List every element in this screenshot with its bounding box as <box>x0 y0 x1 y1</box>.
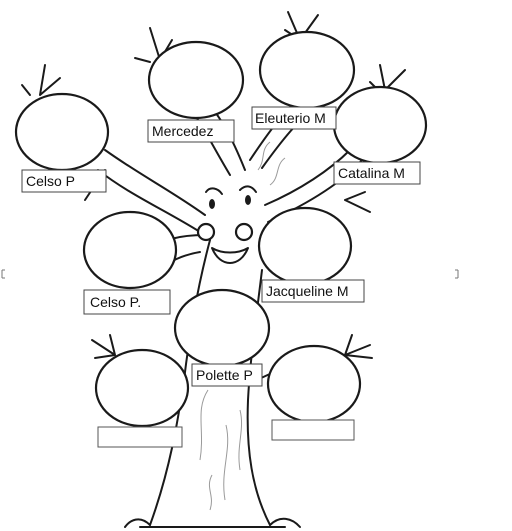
label-polette: Polette P <box>191 363 263 387</box>
oval-eleuterio <box>258 30 356 110</box>
tree-face <box>196 185 257 264</box>
label-mercedez: Mercedez <box>147 119 235 143</box>
label-catalina-text: Catalina M <box>338 165 405 181</box>
oval-jacqueline <box>257 206 353 286</box>
bark-texture <box>199 141 286 511</box>
label-celso-p-top-text: Celso P <box>26 173 75 189</box>
blank-label-left <box>97 426 183 448</box>
label-jacqueline-text: Jacqueline M <box>266 283 349 299</box>
label-mercedez-text: Mercedez <box>152 123 213 139</box>
label-eleuterio: Eleuterio M <box>251 106 337 130</box>
label-jacqueline: Jacqueline M <box>261 279 365 303</box>
right-eye-icon <box>245 195 251 205</box>
oval-bottom-right <box>266 344 362 424</box>
label-celso-p-top: Celso P <box>21 169 107 193</box>
portrait-ovals <box>14 30 428 428</box>
oval-bottom-left <box>94 348 190 428</box>
label-celso-p-dot: Celso P. <box>83 289 171 315</box>
label-catalina: Catalina M <box>333 161 421 185</box>
oval-celso-p-top <box>14 92 110 172</box>
left-eye-icon <box>209 199 215 209</box>
oval-catalina <box>332 85 428 165</box>
oval-polette <box>173 288 271 368</box>
left-cheek <box>196 222 216 242</box>
name-labels: Mercedez Eleuterio M Celso P Catalina M … <box>21 106 421 448</box>
oval-mercedez <box>147 40 245 120</box>
mouth-icon <box>211 247 249 264</box>
blank-label-right <box>271 419 355 441</box>
oval-celso-p-dot <box>82 210 178 290</box>
label-eleuterio-text: Eleuterio M <box>255 110 326 126</box>
edge-markers <box>1 269 459 279</box>
label-polette-text: Polette P <box>196 367 253 383</box>
right-cheek <box>234 222 254 242</box>
label-celso-p-dot-text: Celso P. <box>90 294 141 310</box>
